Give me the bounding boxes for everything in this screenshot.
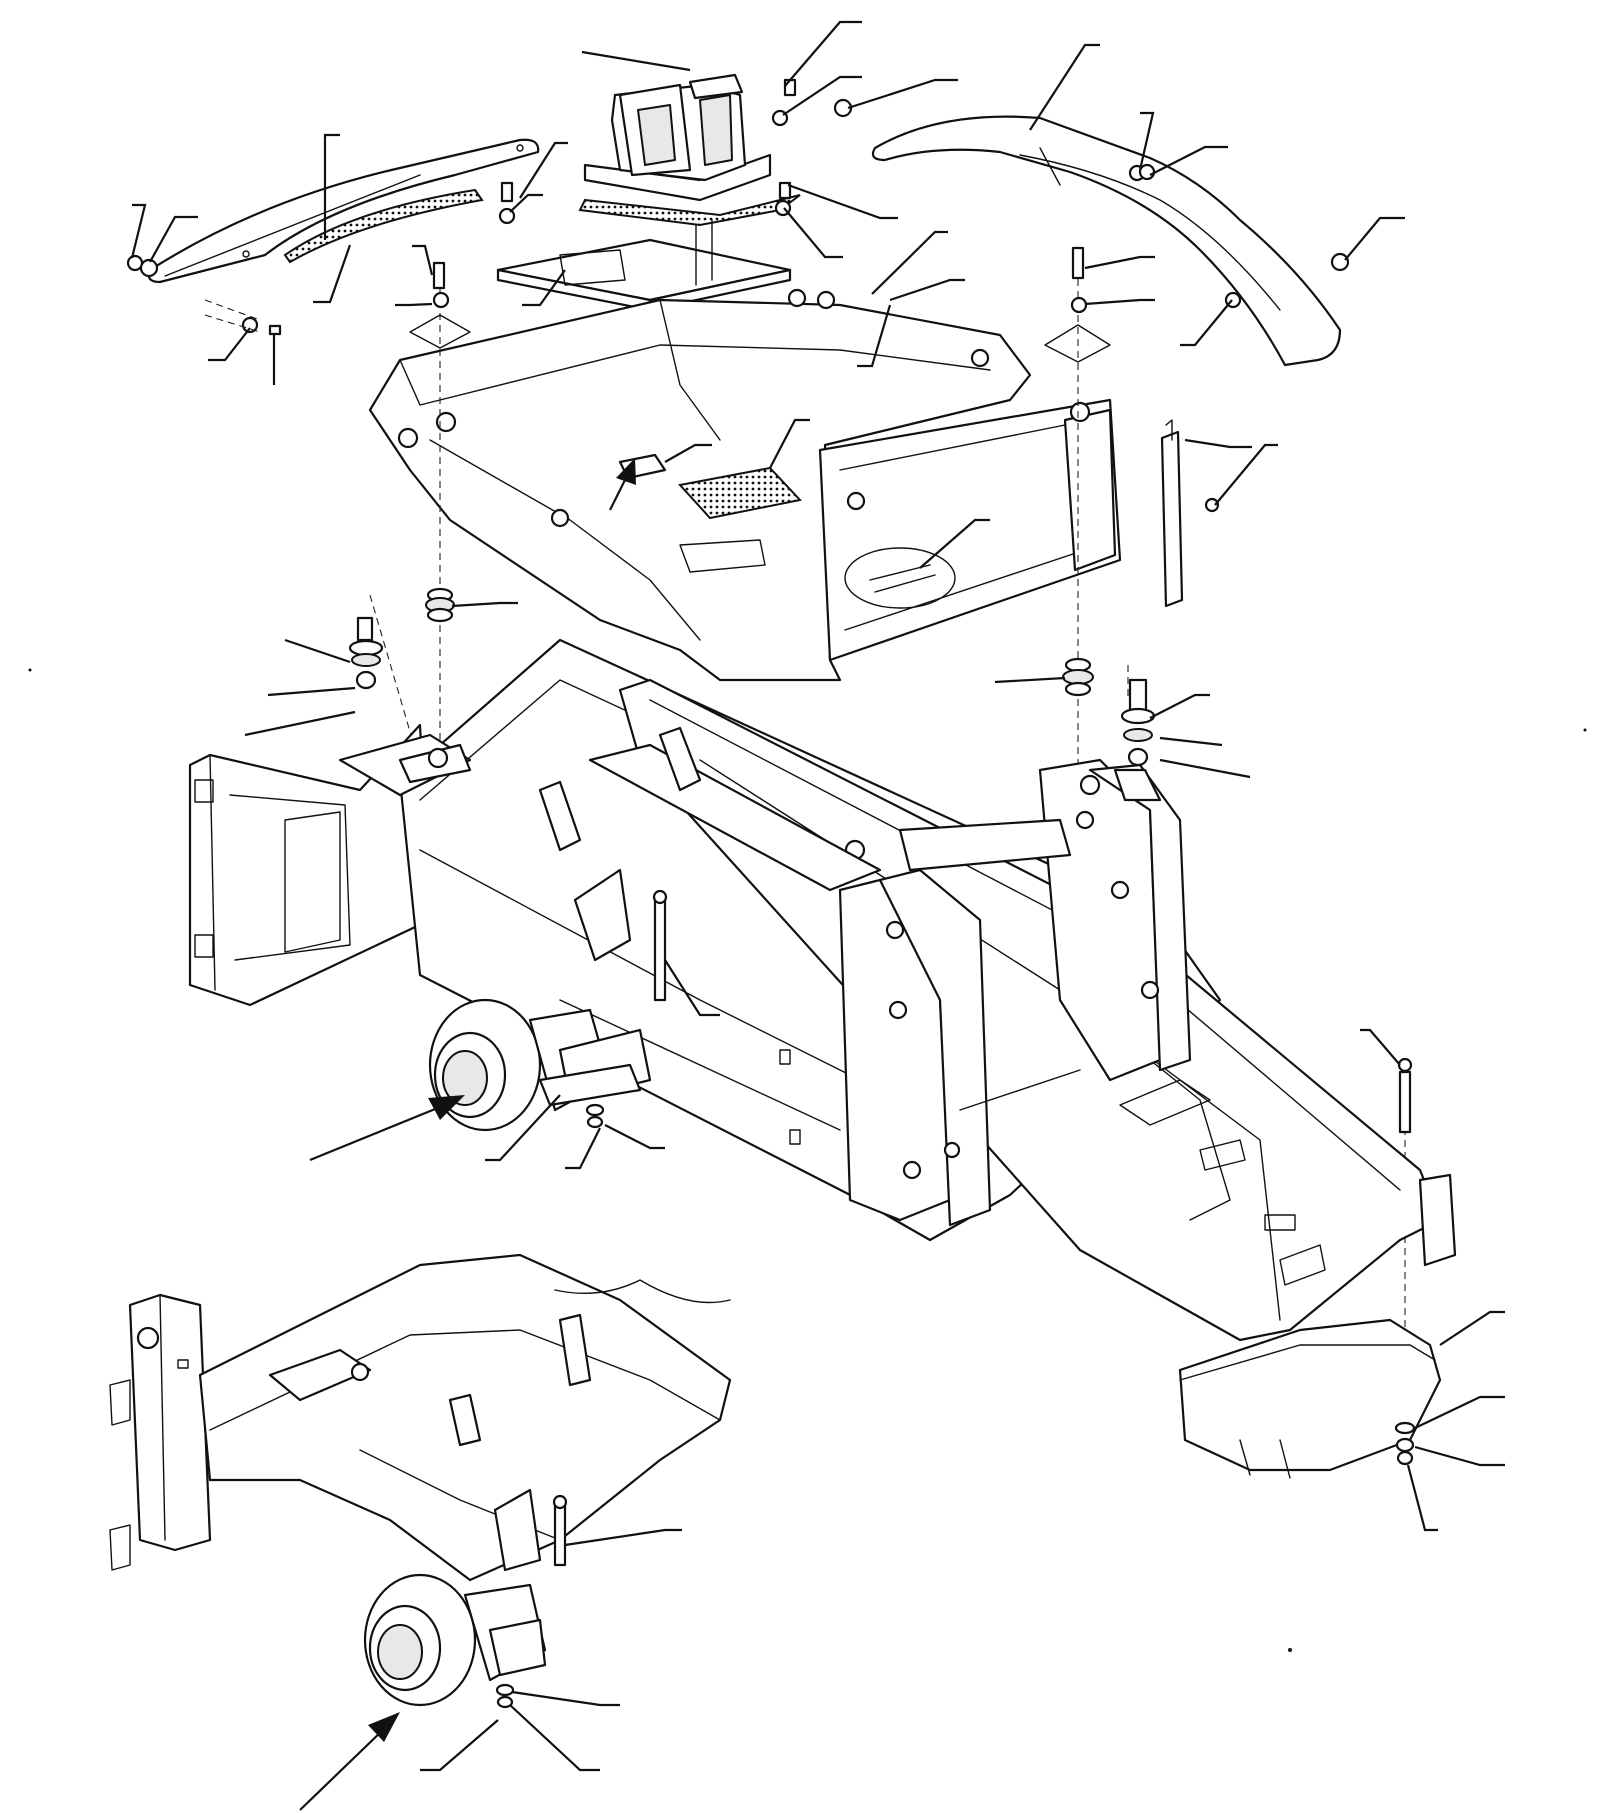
mount-stack-right <box>1044 246 1156 767</box>
side-bracket <box>1160 419 1220 608</box>
inset-detail-view <box>109 1253 732 1709</box>
console-hardware <box>498 78 853 286</box>
rear-counterweight <box>1178 1057 1442 1479</box>
left-fender-strip <box>283 188 484 264</box>
left-fender-arm <box>147 138 540 284</box>
callout-leaders <box>130 20 1505 1772</box>
left-fender-hardware <box>126 254 282 336</box>
direction-arrow-inset <box>299 1712 400 1811</box>
operator-platform <box>368 288 1122 682</box>
direction-arrow-platform <box>609 458 636 511</box>
scan-marks <box>28 668 1587 1652</box>
main-chassis-frame <box>188 638 1457 1342</box>
direction-arrow-main <box>309 1095 465 1162</box>
control-console <box>496 73 801 312</box>
